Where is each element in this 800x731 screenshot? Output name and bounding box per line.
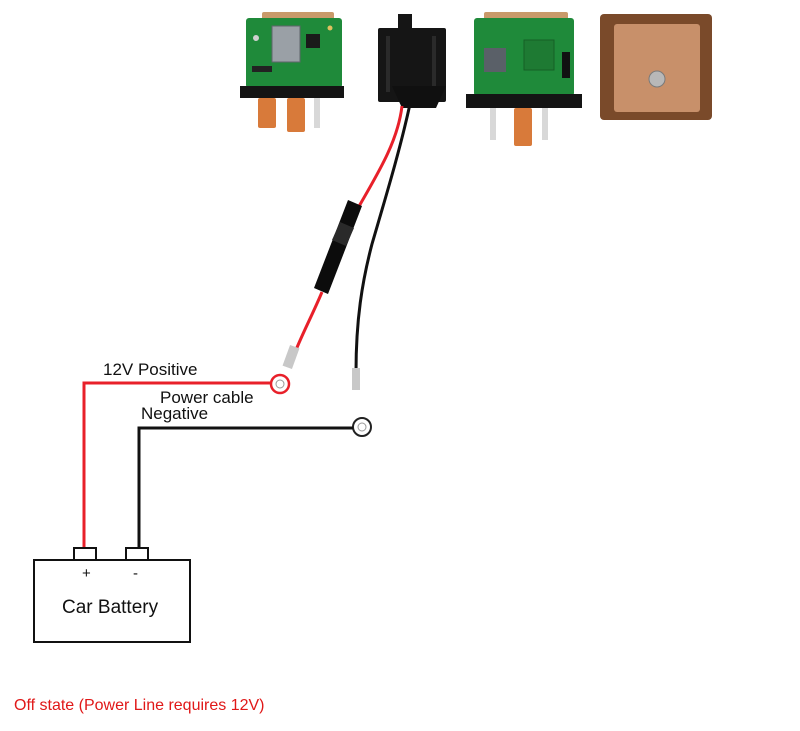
negative-lead-line — [137, 426, 353, 548]
ring-terminal-negative-icon — [352, 417, 372, 437]
positive-label: 12V Positive — [103, 360, 198, 379]
power-cable-label: Power cable — [160, 388, 254, 407]
positive-wire-upper — [348, 105, 404, 225]
negative-label: Negative — [141, 404, 209, 423]
inline-fuse-icon — [314, 200, 362, 294]
negative-wire-upper — [354, 103, 412, 373]
positive-lead-line — [82, 381, 271, 548]
battery-minus-label: - — [133, 565, 138, 582]
car-battery-icon — [33, 547, 191, 643]
ring-terminal-positive-icon — [269, 373, 291, 395]
relay-connector-block-icon — [378, 14, 446, 108]
battery-label: Car Battery — [62, 597, 159, 618]
battery-plus-label: + — [82, 565, 91, 582]
gps-antenna-patch-icon — [600, 14, 712, 120]
relay-module-pcb-icon — [466, 12, 582, 146]
gps-relay-module-pcb-icon — [240, 12, 344, 132]
state-caption: Off state (Power Line requires 12V) — [14, 697, 265, 714]
